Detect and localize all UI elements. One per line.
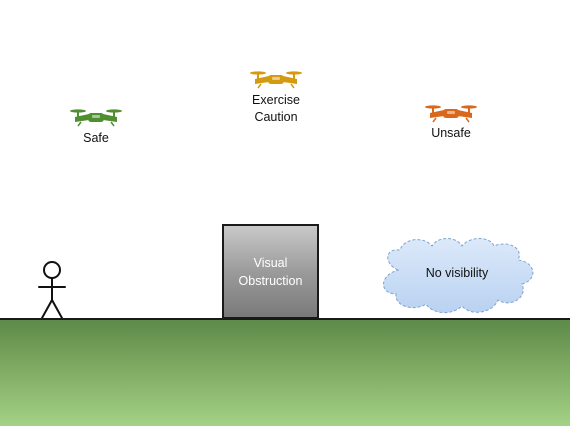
stick-figure-icon <box>38 261 66 319</box>
drone-safe-icon <box>70 109 122 127</box>
drone-safe-label: Safe <box>83 131 109 145</box>
drone-caution-label: Exercise Caution <box>252 93 300 124</box>
ground <box>0 318 570 426</box>
drone-caution-icon <box>250 71 302 89</box>
drone-unsafe-label: Unsafe <box>431 126 471 140</box>
cloud-label: No visibility <box>425 266 489 280</box>
visual-obstruction-label: Visual Obstruction <box>238 255 303 288</box>
visual-obstruction-box: Visual Obstruction <box>222 224 319 319</box>
cloud-icon <box>383 238 534 313</box>
drone-unsafe-icon <box>425 105 477 123</box>
